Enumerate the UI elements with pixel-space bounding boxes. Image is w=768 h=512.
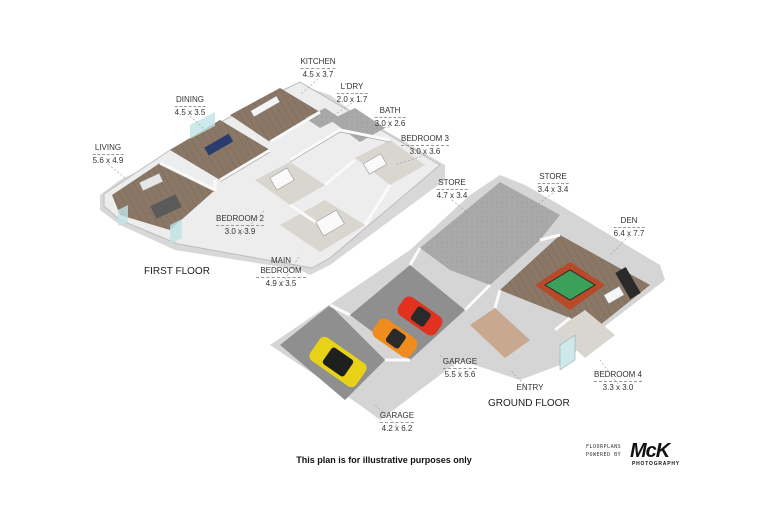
- first-floor-plan: [100, 81, 445, 275]
- label-store-2: STORE 4.7 x 3.4: [436, 178, 468, 201]
- bedroom-4-floor: [555, 310, 615, 358]
- first-floor-title: FIRST FLOOR: [144, 266, 210, 277]
- bedroom-3-dims: 3.0 x 3.6: [400, 145, 450, 157]
- label-kitchen: KITCHEN 4.5 x 3.7: [300, 57, 336, 80]
- laundry-dims: 2.0 x 1.7: [336, 93, 368, 104]
- disclaimer-text: This plan is for illustrative purposes o…: [296, 455, 472, 465]
- entry-name: ENTRY: [516, 383, 544, 392]
- laundry-floor: [305, 108, 340, 128]
- bedroom-3-name: BEDROOM 3: [400, 134, 450, 143]
- brand-logo: FLOORPLANS POWERED BY McK PHOTOGRAPHY: [586, 440, 690, 468]
- ground-floor-internal-walls: [329, 233, 571, 362]
- first-floor-internal-walls: [159, 110, 392, 227]
- laundry-name: L'DRY: [340, 82, 364, 91]
- main-bedroom-bed: [315, 209, 345, 237]
- living-sofa: [138, 172, 164, 192]
- store-2-dims: 4.7 x 3.4: [436, 189, 468, 200]
- living-room-floor: [112, 163, 215, 230]
- bath-floor: [330, 108, 385, 142]
- store-floor: [420, 182, 560, 285]
- den-coffee-table: [603, 285, 625, 305]
- living-rug: [150, 194, 182, 219]
- bedroom-3-bed: [362, 153, 388, 175]
- label-garage-large: GARAGE 5.5 x 5.6: [442, 357, 478, 380]
- den-sofa: [615, 267, 641, 299]
- dining-name: DINING: [176, 95, 204, 104]
- store-1-name: STORE: [539, 172, 567, 181]
- first-floor-windows: [118, 112, 215, 244]
- label-den: DEN 6.4 x 7.7: [613, 216, 645, 239]
- bedroom-2-floor: [255, 162, 325, 205]
- label-garage-small: GARAGE 4.2 x 6.2: [379, 411, 415, 434]
- label-entry: ENTRY: [517, 383, 544, 393]
- bedroom-4-name: BEDROOM 4: [593, 370, 643, 379]
- pool-table: [544, 269, 596, 301]
- brand-logo-text: McK: [630, 440, 670, 462]
- store-2-name: STORE: [438, 178, 466, 187]
- bedroom-4-dims: 3.3 x 3.0: [593, 381, 643, 393]
- bedroom-2-dims: 3.0 x 3.9: [215, 225, 265, 237]
- ground-floor-plan: [270, 175, 665, 420]
- kitchen-name: KITCHEN: [300, 57, 336, 66]
- label-bedroom-4: BEDROOM 4 3.3 x 3.0: [593, 370, 643, 393]
- label-dining: DINING 4.5 x 3.5: [174, 95, 206, 118]
- living-name: LIVING: [94, 143, 122, 152]
- car-red: [397, 296, 443, 336]
- kitchen-bench: [250, 95, 281, 118]
- garage-small-dims: 4.2 x 6.2: [379, 422, 415, 433]
- label-bath: BATH 3.0 x 2.6: [374, 106, 406, 129]
- label-living: LIVING 5.6 x 4.9: [92, 143, 124, 166]
- ground-floor-title: GROUND FLOOR: [488, 398, 570, 409]
- brand-line-2: POWERED BY: [586, 452, 622, 458]
- bedroom-2-name: BEDROOM 2: [215, 214, 265, 223]
- store-1-dims: 3.4 x 3.4: [537, 183, 569, 194]
- kitchen-dims: 4.5 x 3.7: [300, 68, 336, 80]
- label-main-bedroom: MAIN BEDROOM 4.9 x 3.5: [256, 256, 306, 289]
- garage-large-dims: 5.5 x 5.6: [442, 368, 478, 379]
- brand-line-1: FLOORPLANS: [586, 444, 622, 450]
- dining-dims: 4.5 x 3.5: [174, 106, 206, 117]
- car-orange: [372, 318, 418, 358]
- label-bedroom-3: BEDROOM 3 3.0 x 3.6: [400, 134, 450, 157]
- label-laundry: L'DRY 2.0 x 1.7: [336, 82, 368, 105]
- bath-name: BATH: [379, 106, 401, 115]
- bedroom-4-window: [559, 334, 576, 371]
- brand-logo-sub: PHOTOGRAPHY: [632, 461, 680, 467]
- garage-small-name: GARAGE: [379, 411, 415, 420]
- kitchen-floor: [230, 88, 320, 142]
- bedroom-2-bed: [269, 167, 295, 191]
- den-dims: 6.4 x 7.7: [613, 227, 645, 238]
- den-name: DEN: [620, 216, 638, 225]
- entry-stairs: [470, 308, 530, 358]
- label-bedroom-2: BEDROOM 2 3.0 x 3.9: [215, 214, 265, 237]
- bath-dims: 3.0 x 2.6: [374, 117, 406, 128]
- living-dims: 5.6 x 4.9: [92, 154, 124, 165]
- bedroom-3-floor: [355, 140, 425, 185]
- label-store-1: STORE 3.4 x 3.4: [537, 172, 569, 195]
- main-bedroom-name: MAIN BEDROOM: [260, 256, 302, 275]
- car-yellow: [309, 336, 367, 388]
- dining-table: [204, 133, 234, 156]
- garage-large-name: GARAGE: [442, 357, 478, 366]
- main-bedroom-dims: 4.9 x 3.5: [256, 277, 306, 289]
